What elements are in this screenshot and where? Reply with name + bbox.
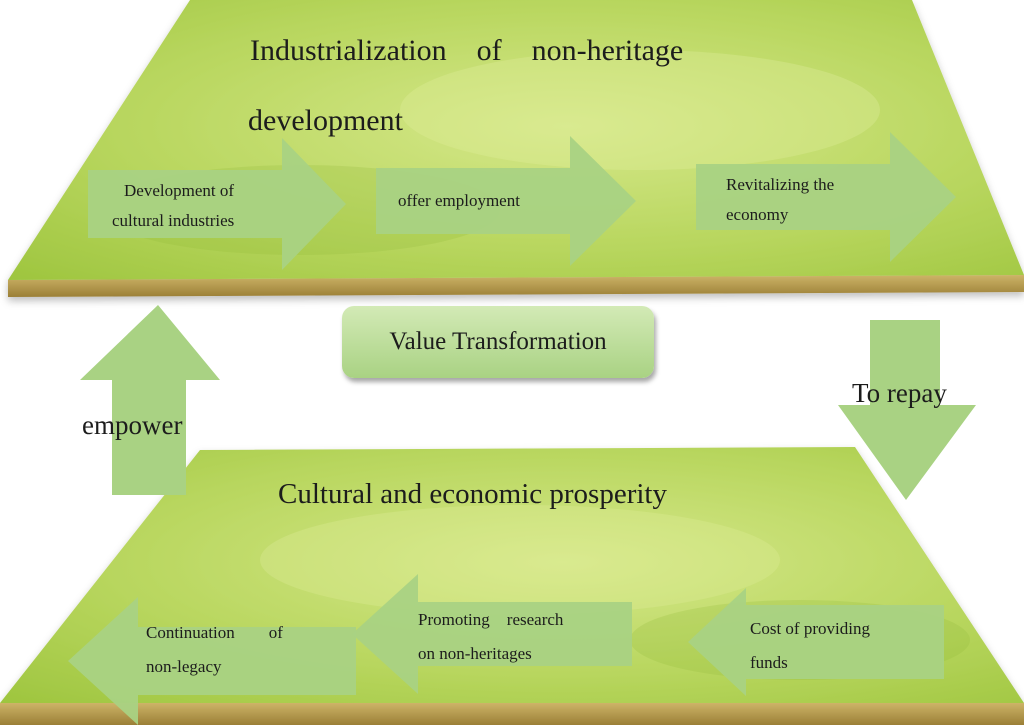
to-repay-arrow — [838, 320, 976, 500]
bottom-step-3-line2: funds — [750, 653, 788, 672]
bottom-step-1-label: Continuation of non-legacy — [146, 616, 356, 684]
empower-label: empower — [82, 410, 183, 440]
to-repay-label: To repay — [852, 378, 947, 408]
top-step-1-label: Development of cultural industries — [112, 176, 312, 236]
bottom-step-1-line1: Continuation of — [146, 623, 283, 642]
top-platform-title-line1: Industrialization of non-heritage — [250, 34, 684, 67]
top-step-2-label: offer employment — [398, 191, 520, 210]
top-platform-title-line2: development — [248, 104, 403, 137]
top-step-arrow-1 — [88, 138, 346, 270]
bottom-step-2-line2: on non-heritages — [418, 644, 532, 663]
bottom-step-3-line1: Cost of providing — [750, 619, 870, 638]
top-step-3-label: Revitalizing the economy — [726, 170, 926, 230]
top-step-3-line2: economy — [726, 205, 789, 224]
bottom-step-2-line1: Promoting research — [418, 610, 564, 629]
top-step-1-line1: Development of — [124, 181, 234, 200]
bottom-platform-soil — [0, 703, 1024, 725]
bottom-platform-title: Cultural and economic prosperity — [278, 478, 667, 510]
top-step-arrow-2 — [376, 136, 636, 266]
top-step-arrow-3 — [696, 132, 956, 262]
bottom-step-arrow-3 — [688, 588, 944, 696]
empower-arrow — [80, 305, 220, 495]
bottom-step-arrow-2 — [352, 574, 632, 694]
bottom-step-2-label: Promoting research on non-heritages — [418, 603, 633, 671]
bottom-step-arrow-1 — [68, 597, 356, 725]
top-step-3-line1: Revitalizing the — [726, 175, 835, 194]
bottom-step-3-label: Cost of providing funds — [750, 612, 950, 680]
value-transformation-box: Value Transformation — [342, 306, 654, 378]
top-platform-soil — [8, 275, 1024, 297]
top-step-1-line2: cultural industries — [112, 211, 235, 230]
bottom-step-1-line2: non-legacy — [146, 657, 222, 676]
